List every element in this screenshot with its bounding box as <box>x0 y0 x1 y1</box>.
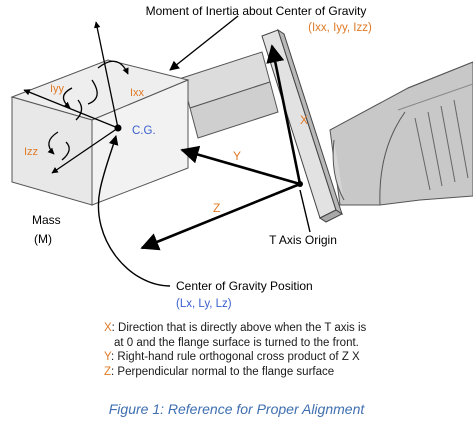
t-axis-origin-point <box>297 181 303 187</box>
label-t-axis-origin: T Axis Origin <box>269 233 337 247</box>
note-x: X: Direction that is directly above when… <box>104 321 366 336</box>
t-axis-vectors <box>140 44 302 251</box>
note-key-x: X <box>104 322 112 334</box>
label-mass: Mass <box>32 213 61 227</box>
label-izz: Izz <box>24 146 38 158</box>
inertia-axes <box>23 21 129 174</box>
robot-arm <box>329 61 473 206</box>
label-ixx: Ixx <box>130 87 145 99</box>
note-text-x: : Direction that is directly above when … <box>111 322 367 334</box>
moment-subtitle: (Ixx, Iyy, Izz) <box>308 22 372 34</box>
note-text-y: : Right-hand rule orthogonal cross produ… <box>111 351 360 363</box>
note-z: Z: Perpendicular normal to the flange su… <box>104 365 366 380</box>
note-x-cont: at 0 and the flange surface is turned to… <box>104 336 366 351</box>
note-text-z: : Perpendicular normal to the flange sur… <box>111 365 335 378</box>
label-iyy: Iyy <box>50 83 65 95</box>
label-axis-z: Z <box>213 201 220 215</box>
cog-position-subtitle: (Lx, Ly, Lz) <box>176 298 232 310</box>
label-axis-x: X <box>300 113 308 127</box>
label-axis-y: Y <box>233 149 241 163</box>
figure-caption: Figure 1: Reference for Proper Alignment <box>108 401 365 417</box>
moment-title: Moment of Inertia about Center of Gravit… <box>146 4 367 18</box>
cog-position-title: Center of Gravity Position <box>176 279 313 293</box>
flange-plate <box>261 28 343 223</box>
leader-lines <box>97 15 311 287</box>
label-cg: C.G. <box>132 125 156 137</box>
axis-notes: X: Direction that is directly above when… <box>104 321 366 379</box>
note-key-z: Z <box>104 365 112 378</box>
note-text-x-cont: at 0 and the flange surface is turned to… <box>114 336 359 349</box>
note-key-y: Y <box>104 351 112 363</box>
cg-point <box>114 124 122 132</box>
note-y: Y: Right-hand rule orthogonal cross prod… <box>104 350 366 365</box>
label-mass-symbol: (M) <box>34 232 52 246</box>
mass-box <box>10 59 190 206</box>
shaft <box>181 51 279 139</box>
